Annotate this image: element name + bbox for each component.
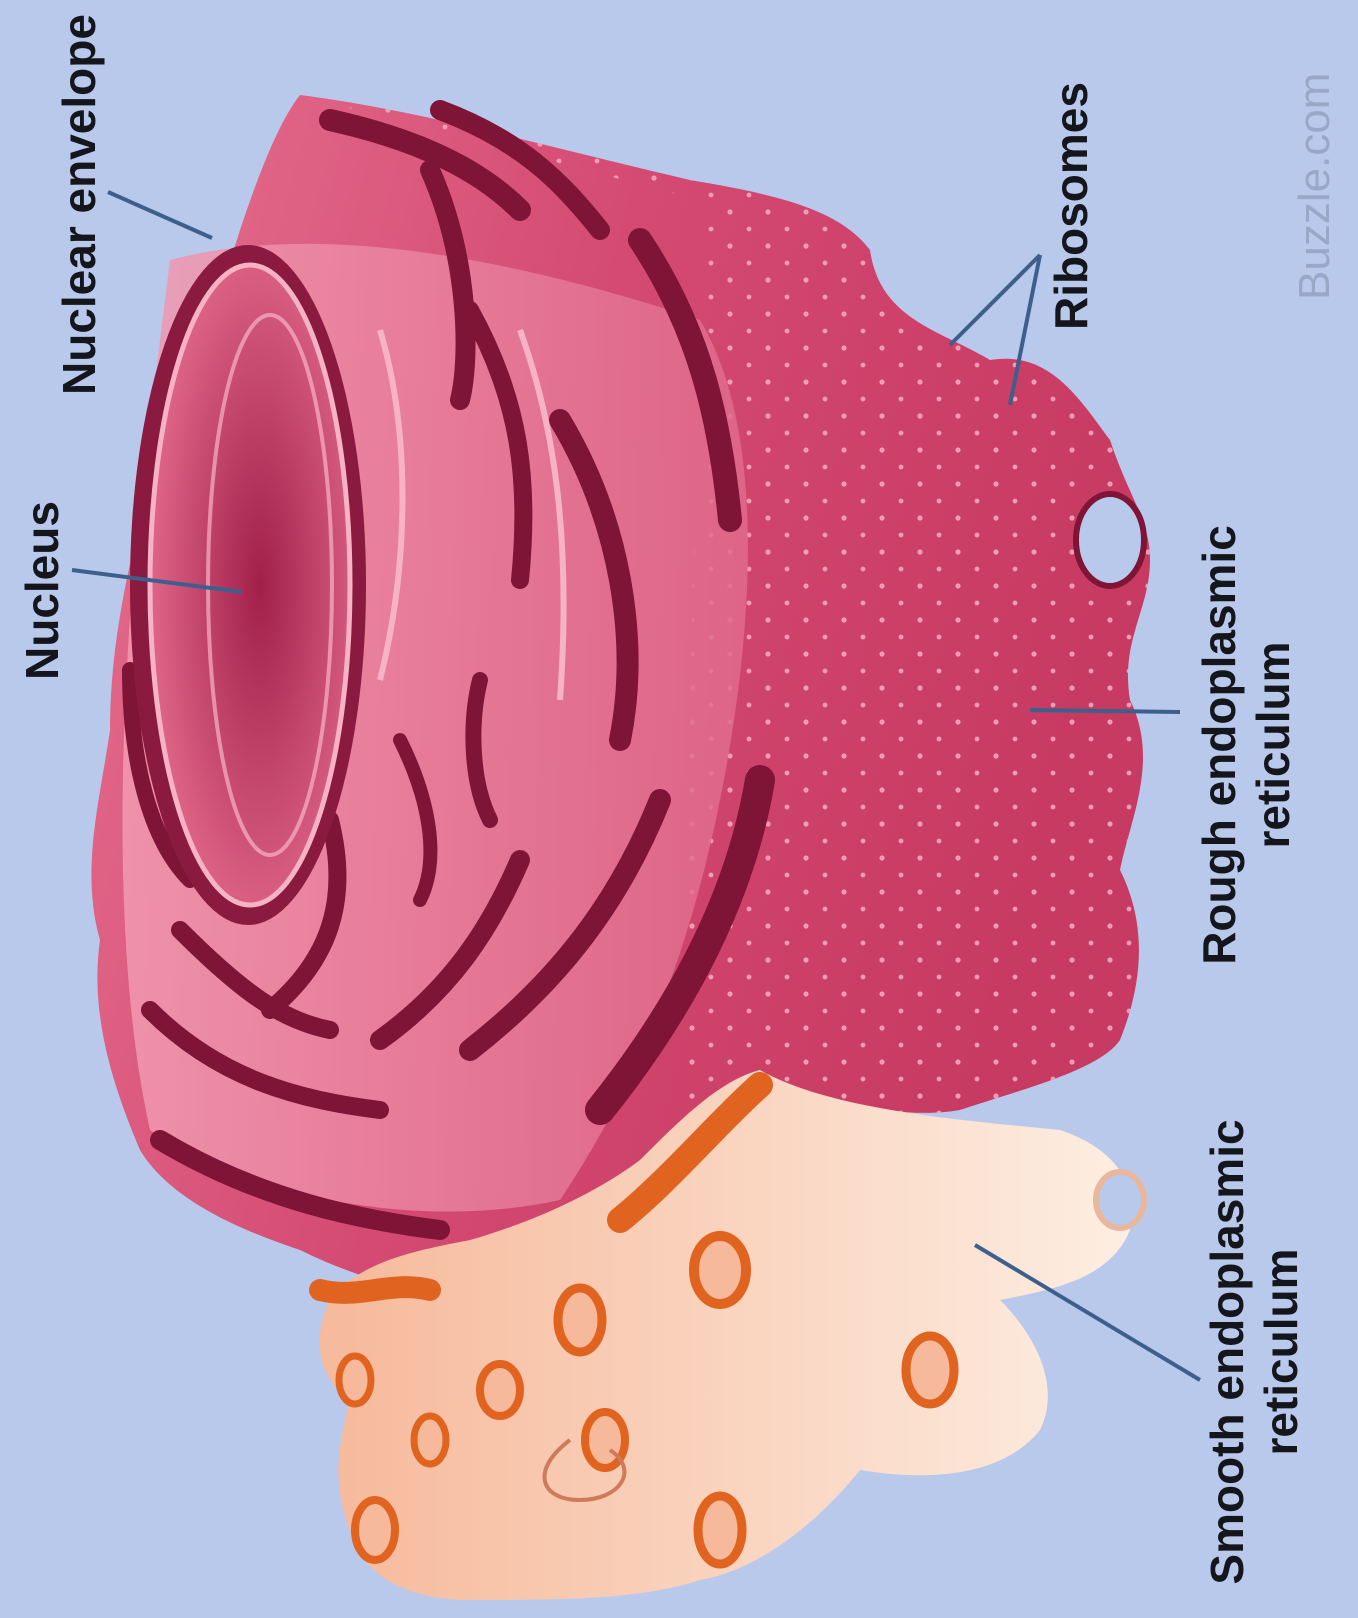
rer-opening bbox=[1076, 494, 1144, 586]
label-smooth-er: Smooth endoplasmic reticulum bbox=[1200, 1092, 1308, 1612]
label-ribosomes: Ribosomes bbox=[1044, 82, 1098, 330]
watermark: Buzzle.com bbox=[1290, 73, 1340, 300]
leader-rough-er bbox=[1030, 710, 1180, 712]
label-smooth-er-line2: reticulum bbox=[1254, 1092, 1308, 1612]
label-rough-er-line2: reticulum bbox=[1246, 505, 1300, 985]
label-rough-er-line1: Rough endoplasmic bbox=[1192, 505, 1246, 985]
leader-nuclear-envelope bbox=[108, 192, 212, 238]
label-smooth-er-line1: Smooth endoplasmic bbox=[1200, 1092, 1254, 1612]
label-nuclear-envelope: Nuclear envelope bbox=[52, 14, 106, 395]
nucleus bbox=[130, 245, 366, 925]
label-nucleus: Nucleus bbox=[15, 501, 69, 680]
label-rough-er: Rough endoplasmic reticulum bbox=[1192, 505, 1300, 985]
